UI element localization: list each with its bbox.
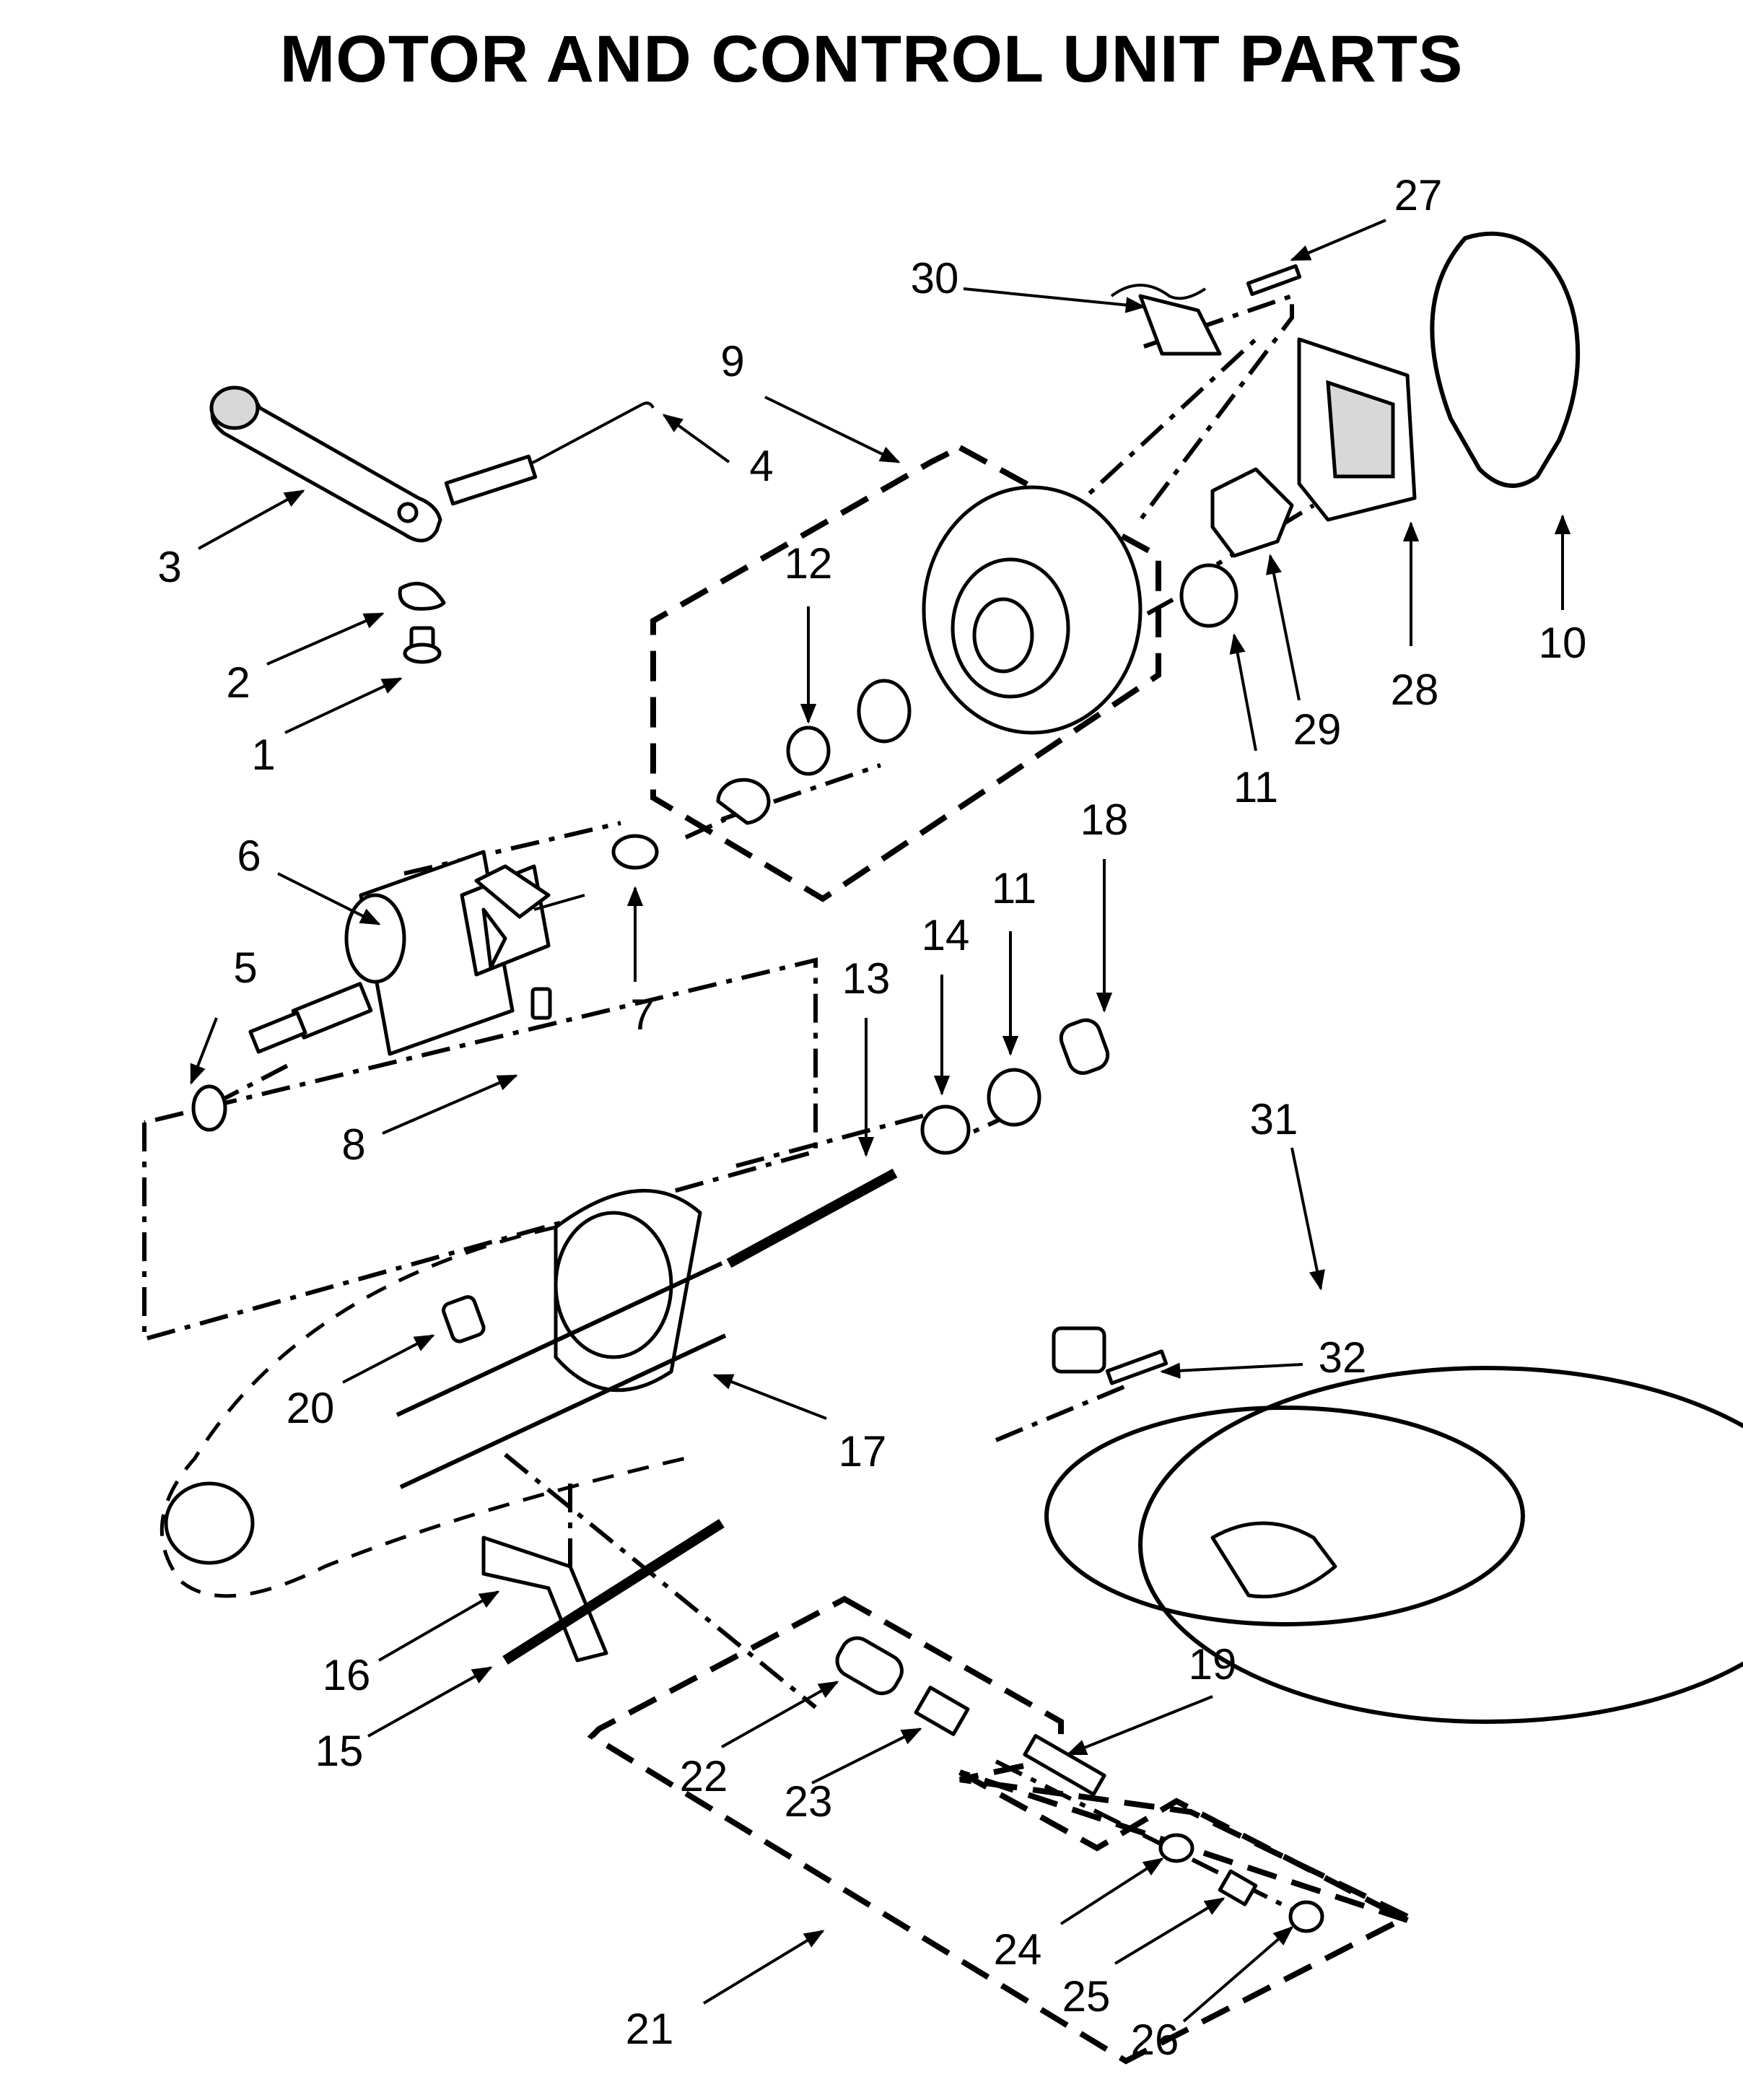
callout-31: 31 — [1250, 1095, 1298, 1143]
assembly-line-armature — [142, 957, 818, 1342]
part-connector-30 — [1110, 284, 1222, 356]
part-nut-11-upper — [1179, 563, 1239, 628]
part-end-bell — [716, 485, 1143, 825]
group-19-outline — [958, 1769, 1409, 1923]
callout-2: 2 — [226, 658, 250, 707]
callout-9: 9 — [720, 337, 744, 385]
part-field-17 — [396, 1188, 727, 1489]
callout-10: 10 — [1539, 619, 1587, 667]
callout-28: 28 — [1391, 666, 1439, 714]
callout-16: 16 — [323, 1651, 371, 1699]
callout-4: 4 — [749, 442, 773, 490]
part-rod-13 — [726, 1168, 898, 1268]
callout-11-upper: 11 — [1233, 763, 1278, 811]
callout-30: 30 — [911, 254, 959, 302]
part-washer-2 — [398, 581, 446, 611]
part-housing-end — [164, 1481, 255, 1565]
group-21-outline — [587, 1595, 1414, 2065]
callout-7: 7 — [630, 990, 654, 1039]
part-spring-19 — [1023, 1734, 1106, 1796]
part-lock-washer-14 — [920, 1105, 971, 1155]
part-armature — [248, 850, 585, 1056]
callout-23: 23 — [785, 1777, 833, 1826]
part-power-cord-31 — [1044, 1326, 1743, 1724]
callout-26: 26 — [1131, 2016, 1179, 2064]
part-screw-27 — [1246, 264, 1302, 296]
part-sleeve-18 — [1059, 1018, 1110, 1075]
callout-12: 12 — [785, 539, 833, 588]
assembly-line-upper — [1138, 292, 1294, 521]
callout-6: 6 — [237, 832, 261, 880]
part-washer-7 — [611, 834, 659, 870]
callout-24: 24 — [994, 1925, 1042, 1974]
leader-lines — [190, 219, 1571, 2023]
part-lever — [209, 385, 442, 543]
part-screw-32 — [1105, 1349, 1168, 1385]
callout-13: 13 — [842, 954, 891, 1003]
callout-25: 25 — [1062, 1972, 1111, 2021]
part-nut-11-lower — [987, 1068, 1041, 1127]
part-brush-holder — [1210, 467, 1294, 558]
part-plug-26 — [1288, 1900, 1324, 1933]
part-brush-23 — [914, 1686, 970, 1736]
callout-labels: 1 2 3 4 5 6 7 8 9 10 11 11 12 13 14 15 1… — [157, 171, 1586, 2064]
callout-29: 29 — [1293, 705, 1342, 754]
part-setscrew-20 — [442, 1295, 486, 1343]
part-latch-16 — [481, 1535, 608, 1663]
part-sleeve-22 — [835, 1636, 904, 1696]
part-gasket-10 — [1430, 231, 1581, 488]
part-screw-1 — [403, 626, 442, 664]
part-control-board — [1297, 337, 1417, 522]
part-brush-pin-8 — [530, 987, 552, 1020]
callout-19: 19 — [1189, 1640, 1237, 1689]
part-setscrew-25 — [1218, 1869, 1258, 1907]
callout-27: 27 — [1394, 171, 1443, 219]
part-cap-24 — [1158, 1833, 1194, 1863]
callout-17: 17 — [839, 1427, 887, 1476]
callout-11-lower: 11 — [992, 864, 1036, 912]
callout-20: 20 — [287, 1384, 335, 1432]
callout-32: 32 — [1319, 1333, 1367, 1382]
part-washer-5 — [191, 1084, 227, 1132]
callout-21: 21 — [626, 2005, 674, 2053]
callout-5: 5 — [233, 944, 257, 992]
diagram-title: MOTOR AND CONTROL UNIT PARTS — [279, 22, 1464, 96]
group-9-outline — [650, 444, 1161, 902]
callout-15: 15 — [315, 1727, 364, 1775]
callout-18: 18 — [1080, 796, 1129, 844]
part-spring-4 — [444, 401, 655, 506]
callout-8: 8 — [341, 1120, 365, 1169]
callout-22: 22 — [680, 1752, 728, 1800]
callout-1: 1 — [251, 731, 275, 779]
callout-14: 14 — [922, 911, 970, 959]
housing-outline — [160, 1225, 686, 1598]
part-rod-15 — [502, 1519, 725, 1665]
callout-3: 3 — [157, 543, 181, 591]
